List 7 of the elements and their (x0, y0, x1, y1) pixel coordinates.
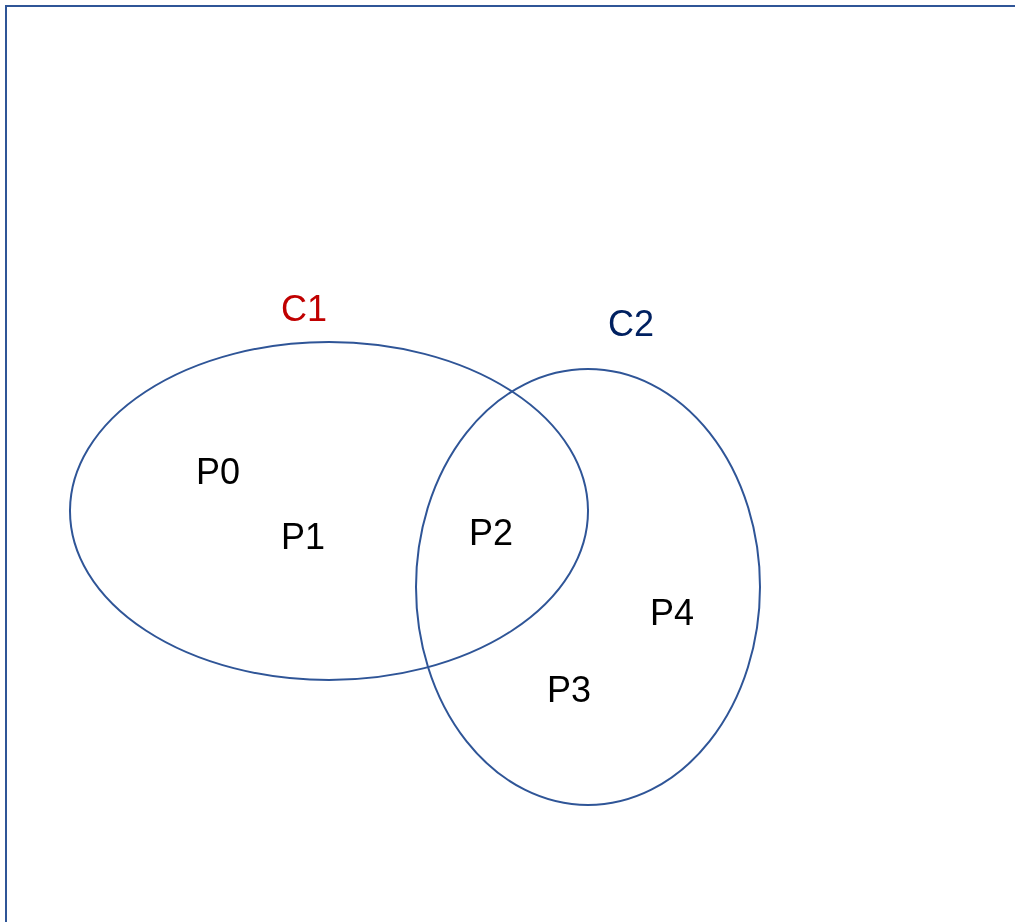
set-heading: C2 (608, 304, 654, 344)
element-label: P0 (196, 452, 241, 492)
element-label: P4 (650, 593, 695, 633)
element-label: P1 (281, 517, 326, 557)
element-label: P2 (469, 513, 514, 553)
set-heading: C1 (281, 289, 327, 329)
element-label: P3 (547, 670, 592, 710)
